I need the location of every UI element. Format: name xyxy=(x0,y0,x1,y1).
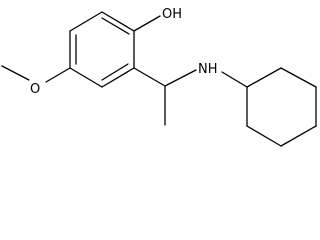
molecule-structure: OH O NH xyxy=(1,7,317,147)
ring-bond xyxy=(246,67,282,88)
amine-ring-bond xyxy=(221,71,248,88)
ring-bond xyxy=(280,125,317,147)
ring-bond xyxy=(101,11,135,32)
ether-bond xyxy=(45,67,71,83)
methyl-bond xyxy=(1,65,30,81)
ring-bond xyxy=(246,125,282,147)
ring-double-bond xyxy=(101,63,129,81)
hydroxyl-bond xyxy=(133,15,161,32)
ring-bond xyxy=(69,11,103,32)
structure-canvas: OH O NH xyxy=(1,7,317,147)
ring-double-bond xyxy=(101,17,130,35)
chain-bond xyxy=(133,67,166,87)
hydroxyl-label: OH xyxy=(162,7,182,22)
aromatic-ring xyxy=(69,11,135,88)
ring-bond xyxy=(69,67,103,88)
ring-bond xyxy=(101,67,135,88)
ring-bond xyxy=(280,67,317,88)
amine-bond xyxy=(164,69,197,87)
amine-label: NH xyxy=(198,62,218,77)
ether-oxygen-label: O xyxy=(30,82,40,97)
cyclohexyl-ring xyxy=(246,67,317,147)
